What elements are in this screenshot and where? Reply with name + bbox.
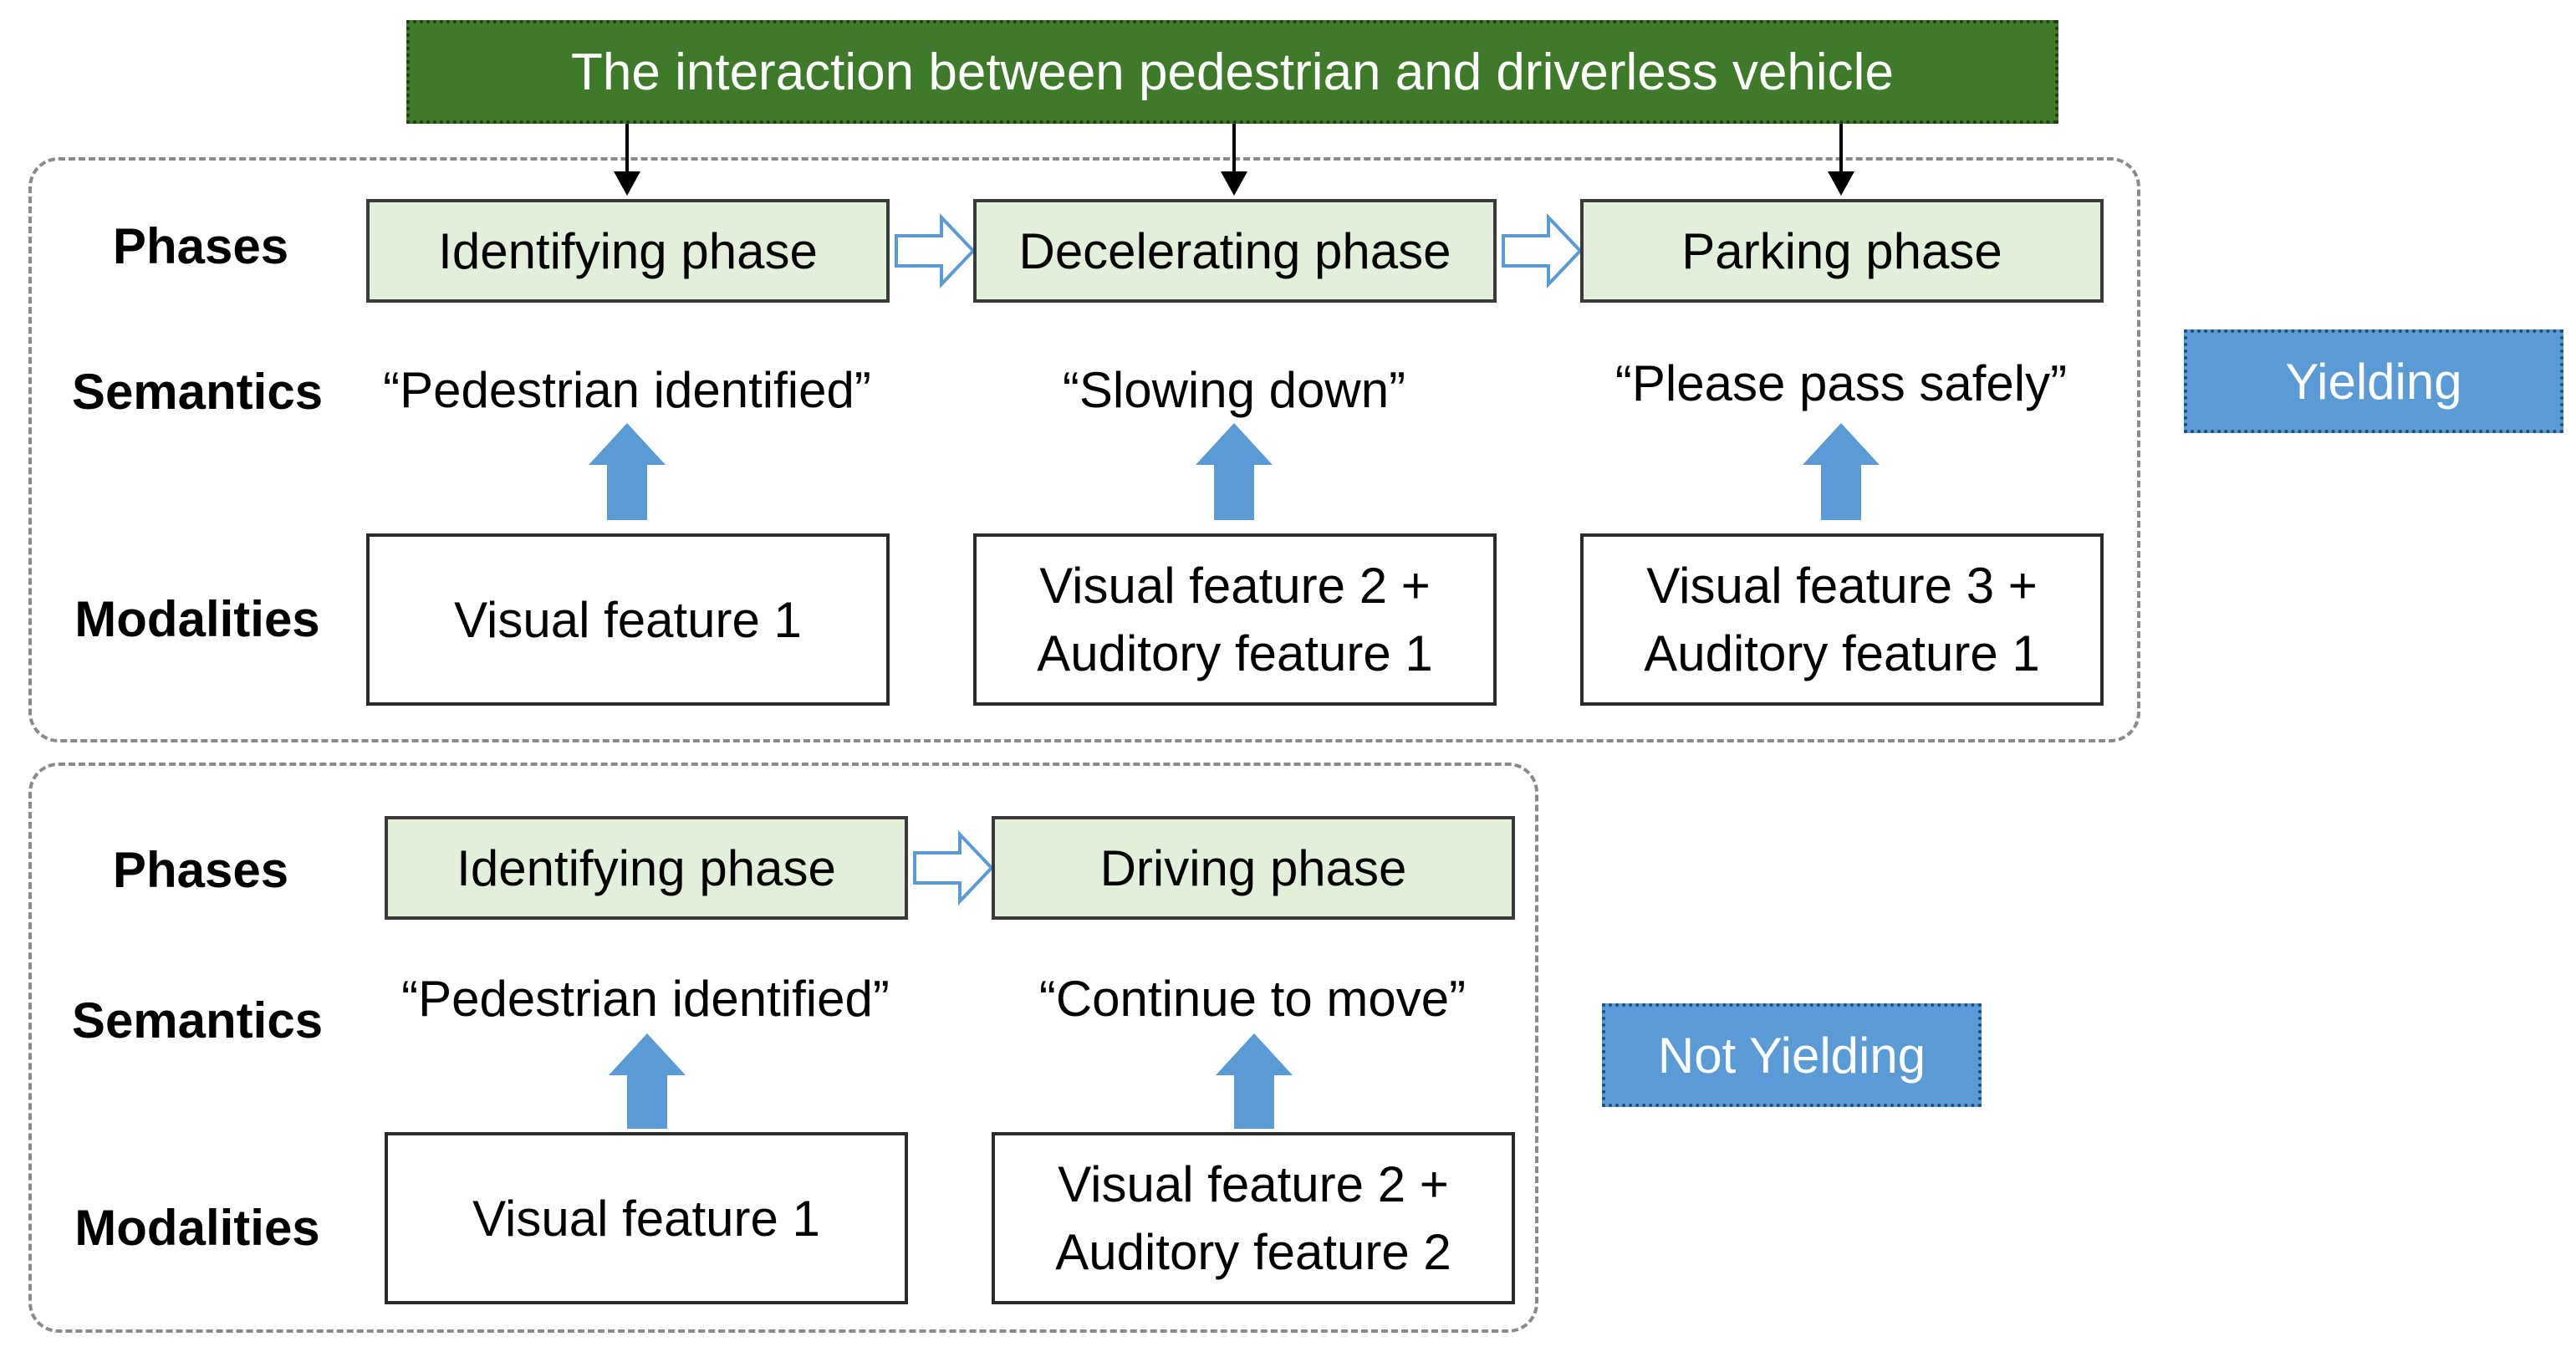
modality-line: Visual feature 2 + bbox=[1058, 1156, 1449, 1212]
semantic-text: “Slowing down” bbox=[1062, 362, 1406, 418]
semantic-text: “Pedestrian identified” bbox=[401, 971, 890, 1027]
row-label-phases: Phases bbox=[112, 218, 289, 274]
phase-box-identifying: Identifying phase bbox=[366, 199, 890, 303]
up-arrow-2 bbox=[1196, 423, 1273, 520]
up-arrow-5 bbox=[1216, 1033, 1293, 1129]
modality-line: Auditory feature 1 bbox=[1037, 625, 1433, 681]
up-arrow-4 bbox=[609, 1033, 686, 1129]
phase-transition-arrow-1 bbox=[895, 212, 976, 289]
up-arrow-1 bbox=[589, 423, 666, 520]
title-down-arrow-1 bbox=[614, 124, 640, 196]
title-down-arrow-2 bbox=[1221, 124, 1247, 196]
modality-box: Visual feature 3 + Auditory feature 1 bbox=[1580, 533, 2104, 706]
modality-box: Visual feature 2 + Auditory feature 1 bbox=[973, 533, 1497, 706]
semantic-text: “Continue to move” bbox=[1038, 971, 1467, 1027]
modality-line: Visual feature 3 + bbox=[1646, 558, 2038, 614]
modality-box: Visual feature 2 + Auditory feature 2 bbox=[992, 1132, 1515, 1304]
row-label-modalities: Modalities bbox=[74, 1200, 320, 1256]
phase-box-driving: Driving phase bbox=[992, 816, 1515, 920]
row-label-modalities: Modalities bbox=[74, 591, 320, 647]
row-label-semantics: Semantics bbox=[71, 992, 324, 1048]
row-label-semantics: Semantics bbox=[71, 364, 324, 420]
phase-box-parking: Parking phase bbox=[1580, 199, 2104, 303]
outcome-yielding-badge: Yielding bbox=[2184, 329, 2563, 433]
diagram-title: The interaction between pedestrian and d… bbox=[406, 20, 2058, 124]
phase-box-identifying: Identifying phase bbox=[385, 816, 908, 920]
title-down-arrow-3 bbox=[1828, 124, 1854, 196]
yielding-group bbox=[28, 157, 2140, 742]
modality-line: Visual feature 2 + bbox=[1039, 558, 1431, 614]
modality-box: Visual feature 1 bbox=[366, 533, 890, 706]
not-yielding-group bbox=[28, 763, 1538, 1333]
modality-line: Visual feature 1 bbox=[472, 1190, 820, 1247]
modality-line: Visual feature 1 bbox=[454, 591, 802, 648]
phase-transition-arrow-2 bbox=[1502, 212, 1583, 289]
phase-box-decelerating: Decelerating phase bbox=[973, 199, 1497, 303]
semantic-text: “Please pass safely” bbox=[1614, 355, 2068, 411]
modality-box: Visual feature 1 bbox=[385, 1132, 908, 1304]
semantic-text: “Pedestrian identified” bbox=[383, 362, 871, 418]
row-label-phases: Phases bbox=[112, 842, 289, 898]
up-arrow-3 bbox=[1803, 423, 1880, 520]
modality-line: Auditory feature 1 bbox=[1644, 625, 2040, 681]
phase-transition-arrow-3 bbox=[913, 829, 994, 906]
modality-line: Auditory feature 2 bbox=[1055, 1224, 1451, 1280]
outcome-not-yielding-badge: Not Yielding bbox=[1602, 1003, 1982, 1107]
